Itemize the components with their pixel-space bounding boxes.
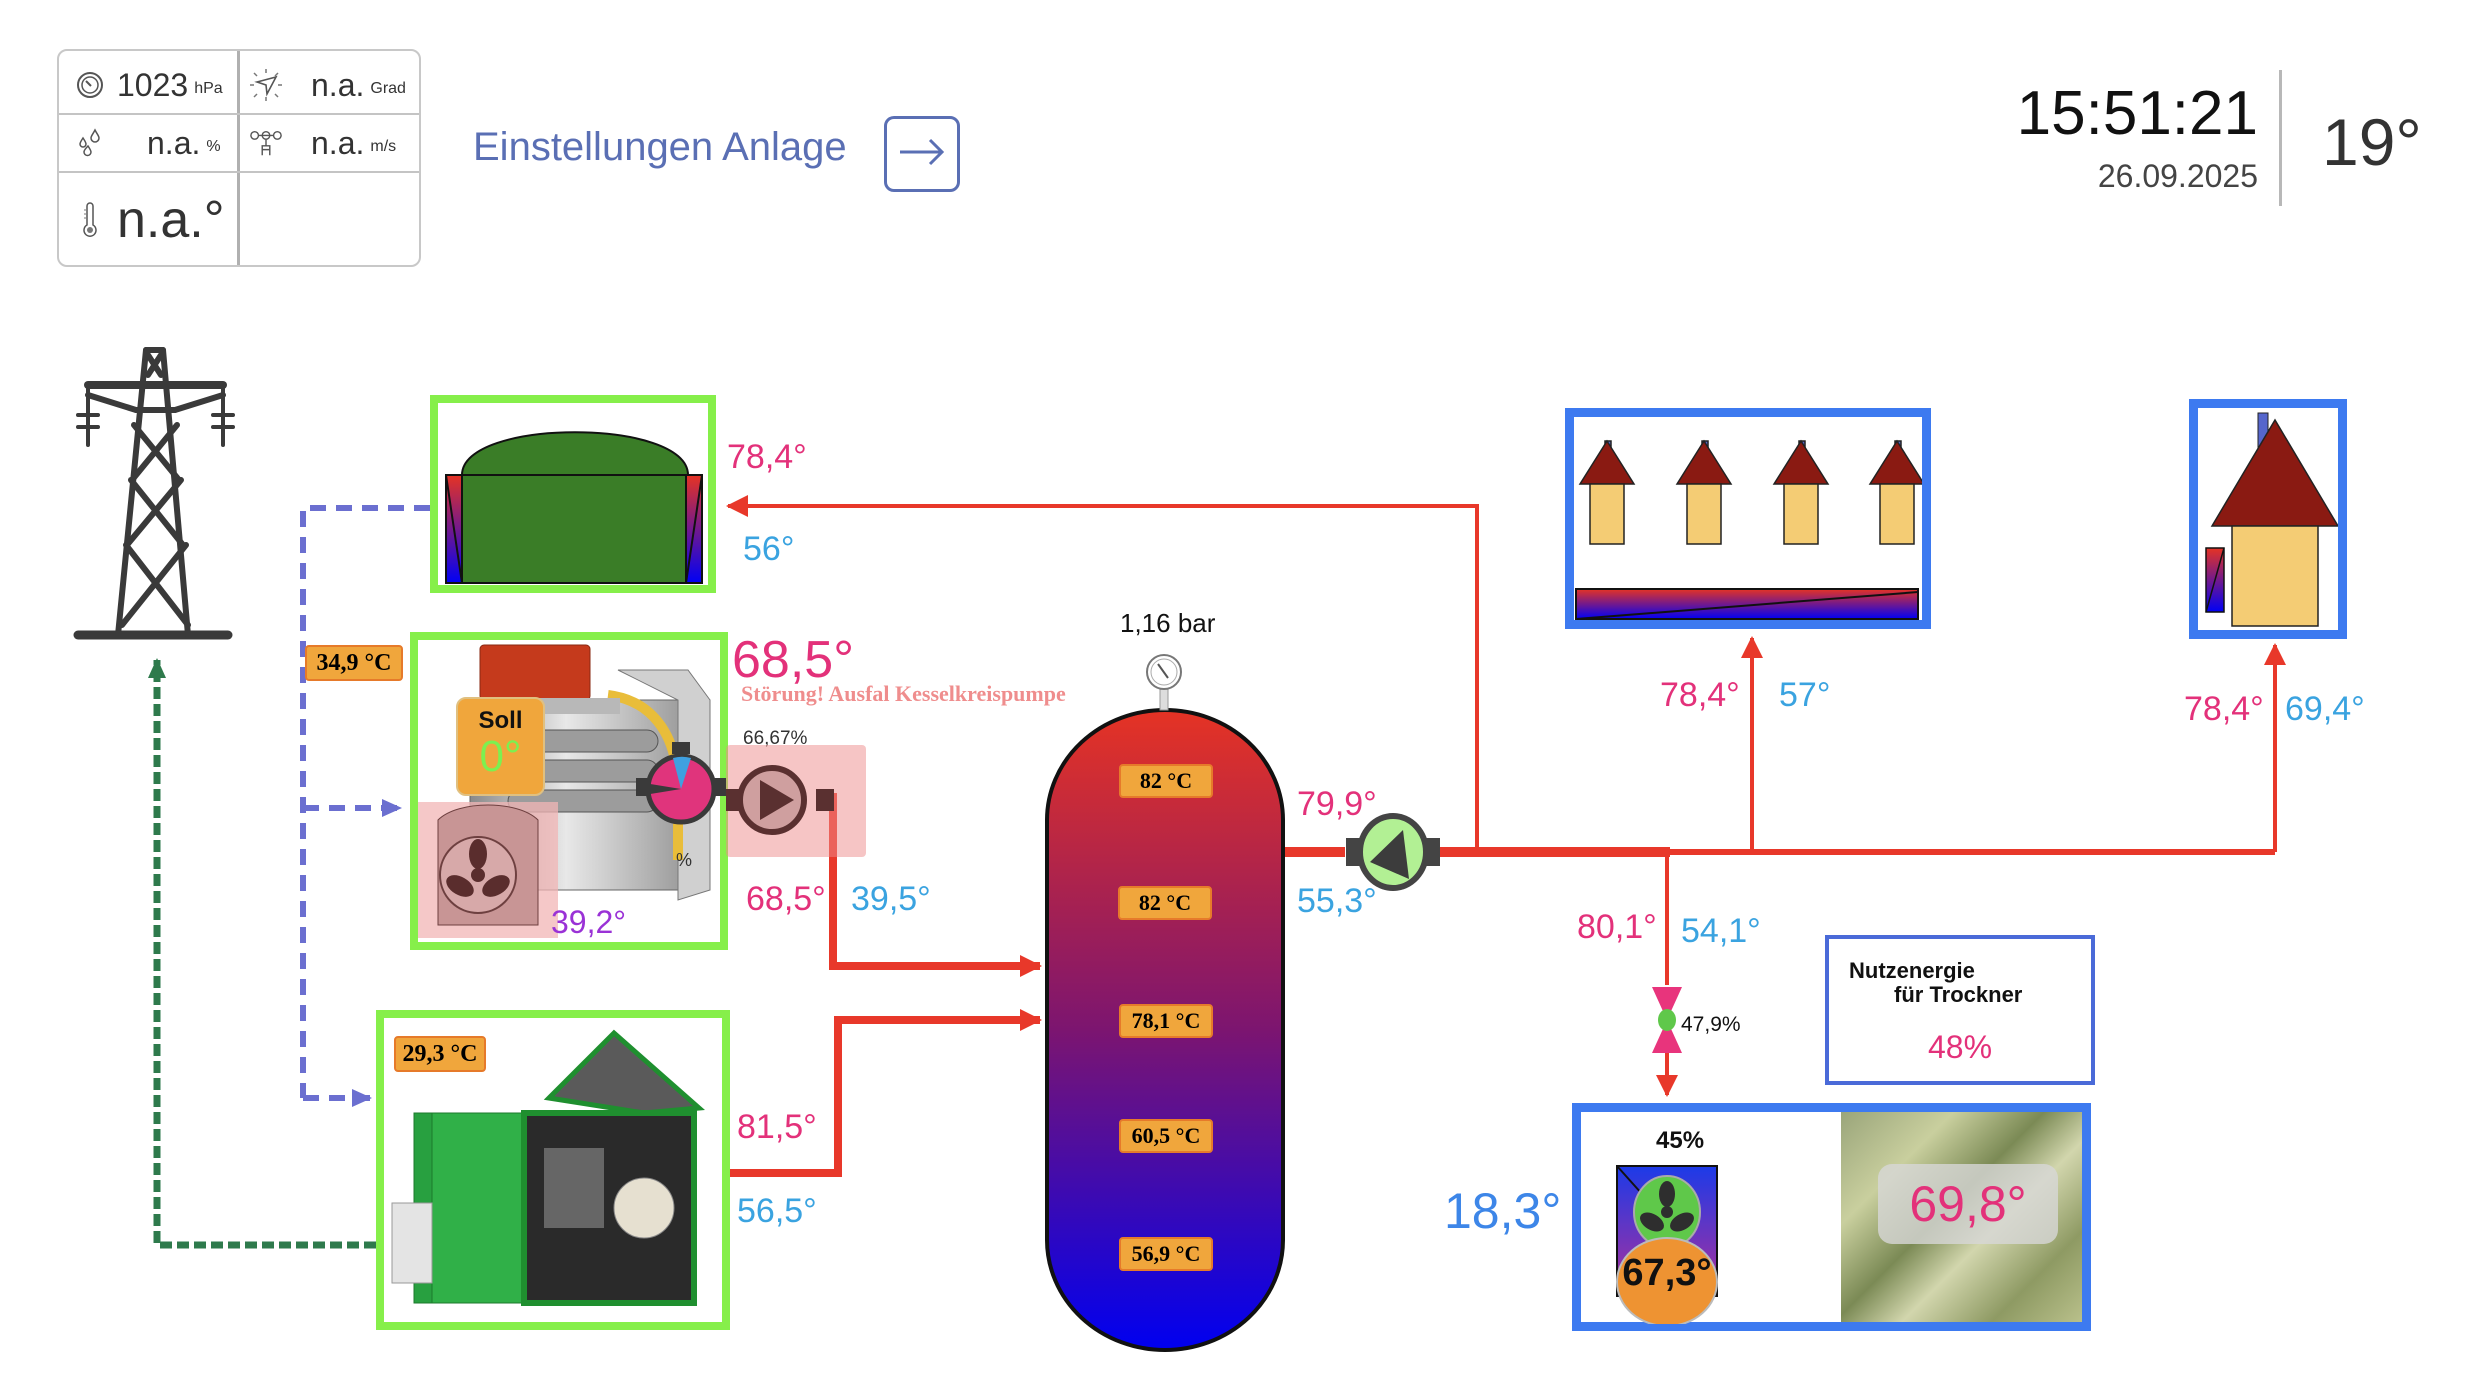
weather-wind-speed: n.a. m/s xyxy=(249,115,419,171)
gas-line xyxy=(300,505,430,1107)
useful-energy-value: 48% xyxy=(1927,1029,1993,1065)
mixing-valve[interactable] xyxy=(1652,987,1682,1053)
temperature-value: n.a.° xyxy=(117,191,225,249)
dryer-fan-speed: 45% xyxy=(1656,1127,1705,1154)
chp-flow-temp: 81,5° xyxy=(737,1108,817,1146)
anemometer-icon xyxy=(249,126,283,160)
district-return-temp: 57° xyxy=(1779,676,1831,714)
main-circulation-pump[interactable] xyxy=(1346,813,1440,891)
dryer-ambient-temp: 18,3° xyxy=(1444,1183,1562,1239)
wind-speed-unit: m/s xyxy=(370,138,397,155)
house-icon xyxy=(1868,439,1926,545)
district-flow-temp: 78,4° xyxy=(1660,676,1740,714)
weather-divider xyxy=(59,113,419,115)
weather-temperature: n.a.° xyxy=(73,173,237,265)
humidity-value: n.a. xyxy=(147,124,201,161)
boiler-gas-sensor: 34,9 °C xyxy=(305,645,403,681)
chp-unit[interactable] xyxy=(376,1010,730,1330)
humidity-drops-icon xyxy=(73,126,107,160)
weather-divider xyxy=(59,171,419,173)
settings-button[interactable] xyxy=(884,116,960,192)
boiler-return-temp: 39,5° xyxy=(851,880,931,918)
heater-icon xyxy=(1616,1237,1718,1324)
burner-temp: 39,2° xyxy=(551,904,627,940)
wind-direction-unit: Grad xyxy=(370,80,406,97)
useful-energy-panel: Nutzenergie für Trockner 48% xyxy=(1825,935,2095,1085)
humidity-unit: % xyxy=(206,138,221,155)
tank-pressure: 1,16 bar xyxy=(1120,608,1216,638)
house-icon xyxy=(2205,412,2340,627)
settings-link-label[interactable]: Einstellungen Anlage xyxy=(473,125,847,169)
boiler-setpoint[interactable]: Soll 0° xyxy=(456,697,545,796)
boiler-flow-temp: 68,5° xyxy=(746,880,826,918)
dryer-unit[interactable]: 69,8° 45% 67,3° xyxy=(1572,1103,2091,1331)
house-icon xyxy=(1772,439,1830,545)
pressure-gauge-icon xyxy=(73,68,107,102)
dryer-heater-fan xyxy=(1616,1165,1718,1324)
valve-opening: 47,9% xyxy=(1681,1013,1741,1036)
setpoint-label: Soll xyxy=(478,707,523,734)
setpoint-value: 0° xyxy=(479,732,522,781)
boiler-circuit-pump-fault-overlay[interactable] xyxy=(726,745,866,857)
house-icon xyxy=(1675,439,1733,545)
dryer-branch-return-temp: 54,1° xyxy=(1681,912,1761,950)
thermometer-icon xyxy=(73,202,107,237)
fan-icon xyxy=(1633,1175,1701,1249)
boiler-outlet-temp: 68,5° xyxy=(732,631,855,689)
single-house-consumer[interactable] xyxy=(2189,399,2347,639)
boiler-pump-speed: 66,67% xyxy=(743,728,808,749)
chp-return-temp: 56,5° xyxy=(737,1192,817,1230)
chp-image xyxy=(391,1029,706,1306)
tank-return-temp: 55,3° xyxy=(1297,882,1377,920)
weather-humidity: n.a. % xyxy=(73,115,237,171)
header-divider xyxy=(2279,70,2282,206)
biogas-flow-temp: 78,4° xyxy=(727,438,807,476)
tank-sensor-4: 60,5 °C xyxy=(1119,1119,1213,1153)
pipe-biogas-flow xyxy=(726,495,1479,852)
pressure-gauge-icon xyxy=(1146,654,1182,711)
heater-temp: 67,3° xyxy=(1622,1252,1712,1294)
weather-card: 1023 hPa n.a. Grad n.a. % n.a. m/s n.a.° xyxy=(57,49,421,267)
tank-sensor-2: 82 °C xyxy=(1118,886,1212,920)
houses-icon xyxy=(1575,439,1926,620)
useful-energy-title-line1: Nutzenergie xyxy=(1849,958,1975,983)
material-temp: 69,8° xyxy=(1878,1164,2058,1244)
biogas-digester[interactable] xyxy=(430,395,716,593)
house-return-temp: 69,4° xyxy=(2285,690,2365,728)
tank-flow-temp: 79,9° xyxy=(1297,785,1377,823)
clock-date: 26.09.2025 xyxy=(2097,158,2258,194)
dryer-branch-flow-temp: 80,1° xyxy=(1577,908,1657,946)
power-grid-icon xyxy=(68,335,243,650)
digester-icon xyxy=(445,431,703,584)
power-line xyxy=(148,658,376,1249)
wind-speed-value: n.a. xyxy=(311,124,365,161)
tank-sensor-5: 56,9 °C xyxy=(1119,1237,1213,1271)
arrow-right-icon xyxy=(897,137,947,172)
district-heating-network[interactable] xyxy=(1565,408,1931,629)
chp-gas-sensor: 29,3 °C xyxy=(394,1036,486,1072)
weather-pressure: 1023 hPa xyxy=(73,57,237,113)
weather-wind-direction: n.a. Grad xyxy=(249,57,419,113)
tank-sensor-3: 78,1 °C xyxy=(1119,1004,1213,1038)
wind-direction-value: n.a. xyxy=(311,66,365,103)
useful-energy-title-line2: für Trockner xyxy=(1894,982,2023,1007)
mixer-unit: % xyxy=(676,850,693,870)
boiler-fault-message: Störung! Ausfal Kesselkreispumpe xyxy=(741,681,1066,706)
wind-direction-icon xyxy=(249,68,283,102)
boiler-circuit-pump xyxy=(726,765,834,835)
biogas-return-temp: 56° xyxy=(743,530,795,568)
pipe-chp-to-tank xyxy=(730,1009,1042,1177)
clock-time: 15:51:21 xyxy=(2016,79,2258,148)
pressure-value: 1023 xyxy=(117,66,189,103)
pressure-unit: hPa xyxy=(194,80,223,97)
weather-divider xyxy=(237,51,240,265)
outdoor-temperature: 19° xyxy=(2322,105,2422,179)
tank-sensor-1: 82 °C xyxy=(1119,764,1213,798)
boiler-mixer-valve[interactable] xyxy=(636,742,726,832)
house-icon xyxy=(1578,439,1636,545)
useful-energy-title: Nutzenergie für Trockner xyxy=(1849,959,2022,1007)
house-flow-temp: 78,4° xyxy=(2184,690,2264,728)
